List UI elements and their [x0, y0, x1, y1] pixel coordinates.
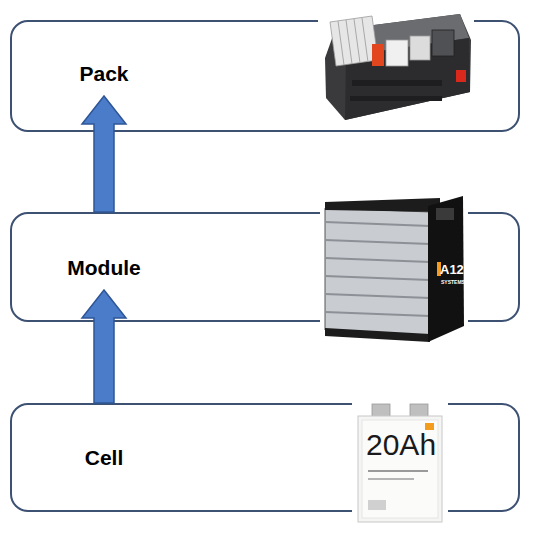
print-line [368, 478, 414, 480]
image-background [318, 2, 474, 124]
band-title: Pack [41, 62, 167, 86]
white-block [386, 40, 408, 66]
brand-logo: SYSTEMS [441, 279, 465, 285]
module-rib [325, 294, 430, 298]
pack-rib [352, 80, 442, 86]
pack-illustration [318, 2, 474, 124]
module-rib [325, 312, 430, 316]
cell-line [362, 18, 368, 62]
module-rib [325, 240, 430, 244]
module-terminal [436, 208, 454, 220]
band-title: Cell [41, 446, 167, 470]
brand-logo: A123 [440, 262, 471, 277]
red-connector [456, 70, 466, 82]
module-rib [325, 258, 430, 262]
connector-block [432, 30, 454, 56]
cell-stack [330, 16, 378, 66]
print-block [368, 500, 386, 510]
module-bottom-band [325, 328, 430, 342]
band-title: Module [41, 256, 167, 280]
image-background [352, 400, 448, 526]
module-top-band [325, 198, 440, 212]
cell-illustration [352, 400, 448, 526]
pouch-cell [358, 416, 442, 522]
red-block [372, 44, 384, 66]
capacity-label: 20Ah [366, 428, 436, 462]
white-block [410, 36, 430, 60]
cell-line [354, 19, 360, 63]
cell-label [362, 420, 438, 518]
module-rib [325, 222, 430, 226]
pack-rib [350, 96, 442, 101]
module-side [325, 208, 430, 338]
print-line [368, 470, 428, 472]
cell-line [346, 20, 352, 64]
module-rib [325, 276, 430, 280]
pack-body [325, 14, 471, 120]
cell-line [338, 21, 344, 65]
